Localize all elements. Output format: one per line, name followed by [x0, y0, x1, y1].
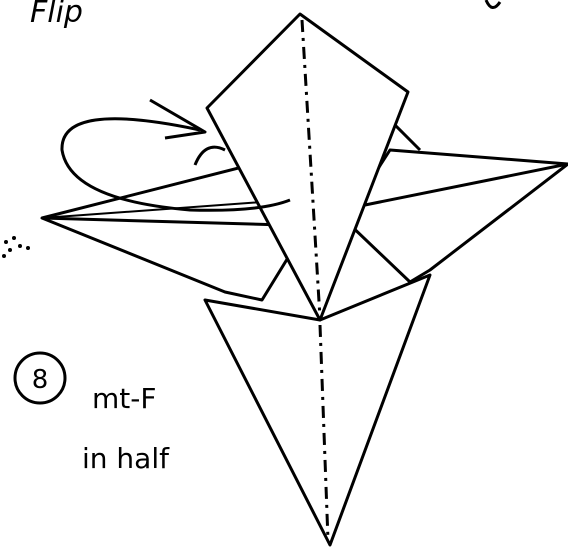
mountain-fold-line-lower	[318, 324, 330, 541]
left-shoulder-flap	[193, 145, 226, 166]
mountain-fold-line-upper	[300, 19, 322, 319]
flip-arrow-head	[149, 98, 207, 140]
left-wing	[40, 158, 307, 302]
edge-dots	[2, 236, 30, 258]
instruction-line-2: in half	[82, 442, 170, 475]
flip-arrow-curve	[60, 117, 291, 212]
step-number-circle	[13, 351, 67, 405]
step-number: 8	[32, 365, 49, 395]
right-shoulder-flap	[393, 123, 422, 152]
cropped-mark	[484, 0, 502, 9]
upper-kite	[205, 12, 410, 322]
left-wing-edge	[41, 199, 291, 219]
right-wing-fold	[364, 162, 568, 207]
left-wing-fold	[41, 216, 286, 227]
lower-body	[203, 273, 432, 547]
instruction-line-1: mt-F	[92, 382, 156, 415]
right-wing	[343, 148, 568, 284]
flip-note: Flip	[30, 0, 83, 30]
